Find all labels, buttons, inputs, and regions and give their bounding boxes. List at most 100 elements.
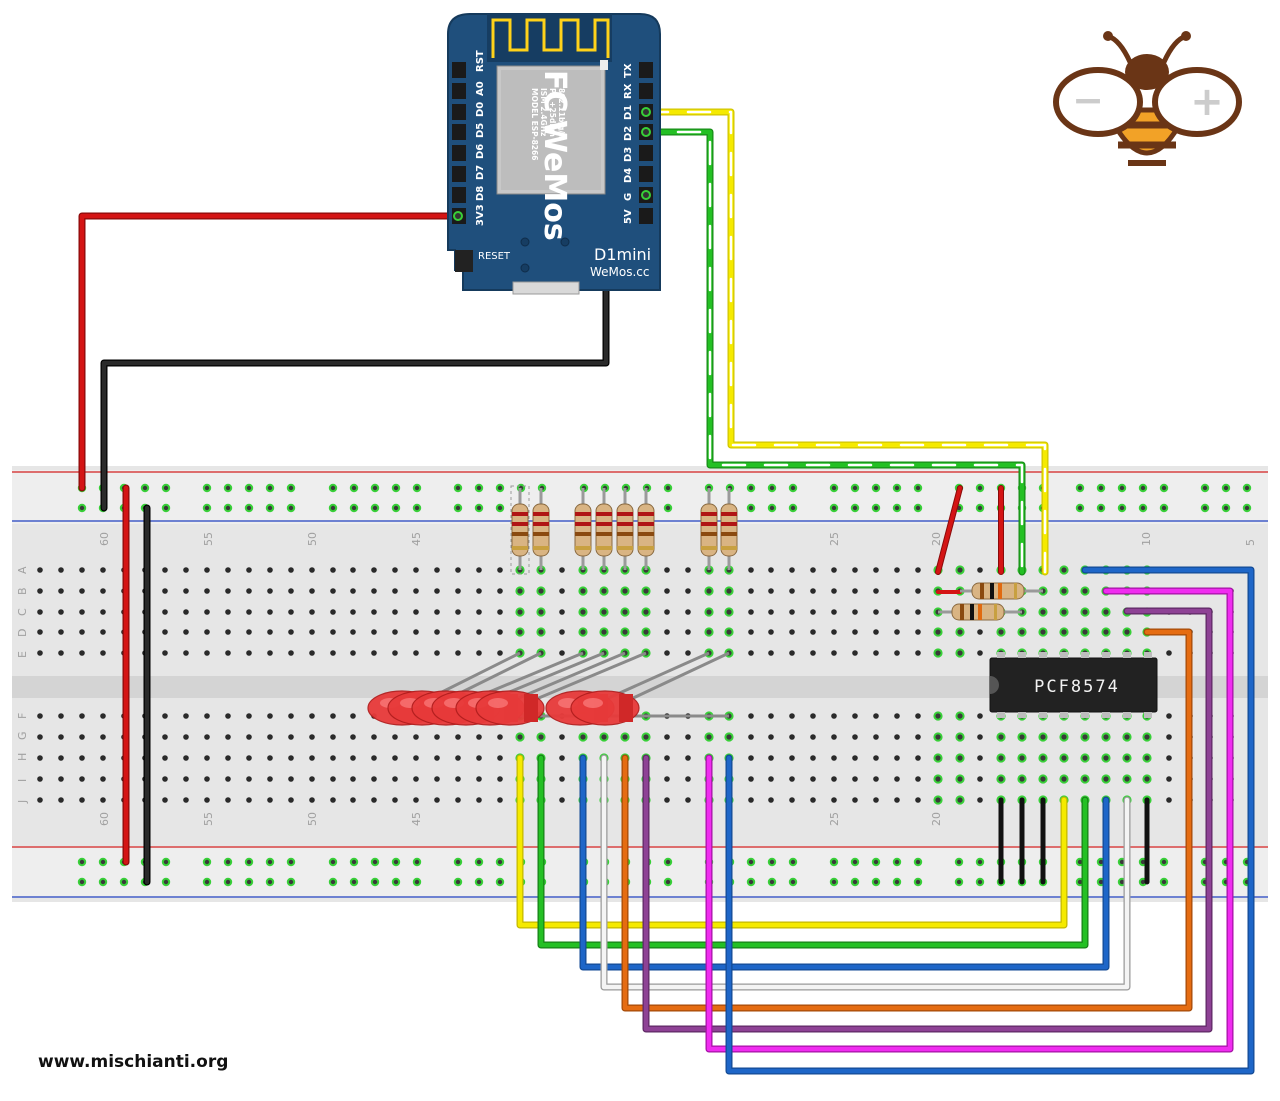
breadboard-hole: [559, 734, 565, 740]
breadboard-hole: [413, 567, 419, 573]
breadboard-hole: [685, 650, 691, 656]
breadboard-hole: [789, 609, 795, 615]
site-credit[interactable]: www.mischianti.org: [38, 1052, 229, 1072]
wire-p6-pink: [706, 588, 1233, 1052]
breadboard-hole: [1059, 565, 1069, 575]
breadboard-hole: [831, 713, 837, 719]
breadboard-hole: [100, 588, 106, 594]
breadboard-hole: [724, 607, 734, 617]
rail-hole: [453, 483, 463, 493]
breadboard-hole: [79, 609, 85, 615]
breadboard-hole: [288, 650, 294, 656]
breadboard-hole: [350, 776, 356, 782]
header-pin-right: [639, 166, 653, 182]
breadboard-hole: [183, 713, 189, 719]
breadboard-hole: [1122, 732, 1132, 742]
wemos-d1-mini-board: RESET FC WeMos MODEL ESP-8266 ISM 2.4GHz…: [447, 13, 661, 295]
resistor: [574, 488, 592, 570]
breadboard-hole: [37, 797, 43, 803]
breadboard-hole: [246, 567, 252, 573]
wire-p0-yellow: [517, 755, 1067, 928]
breadboard-hole: [267, 650, 273, 656]
breadboard-hole: [225, 609, 231, 615]
breadboard-hole: [476, 609, 482, 615]
rail-hole: [871, 857, 881, 867]
breadboard-hole: [288, 588, 294, 594]
resistor: [616, 488, 634, 570]
rail-hole: [474, 503, 484, 513]
rail-hole: [77, 503, 87, 513]
rail-hole: [850, 483, 860, 493]
row-letter: I: [16, 779, 29, 782]
breadboard-hole: [246, 650, 252, 656]
rail-hole: [453, 857, 463, 867]
breadboard-hole: [79, 567, 85, 573]
breadboard-hole: [915, 567, 921, 573]
breadboard-hole: [162, 713, 168, 719]
breadboard-hole: [810, 588, 816, 594]
breadboard-hole: [476, 567, 482, 573]
breadboard-hole: [100, 734, 106, 740]
breadboard-hole: [434, 609, 440, 615]
breadboard-hole: [536, 627, 546, 637]
rail-hole: [663, 857, 673, 867]
breadboard-hole: [246, 755, 252, 761]
breadboard-hole: [288, 797, 294, 803]
rail-hole: [1159, 857, 1169, 867]
reset-button[interactable]: [455, 250, 473, 272]
breadboard-hole: [37, 713, 43, 719]
breadboard-hole: [724, 627, 734, 637]
breadboard-hole: [79, 776, 85, 782]
breadboard-hole: [748, 567, 754, 573]
breadboard-hole: [246, 797, 252, 803]
breadboard-hole: [350, 650, 356, 656]
breadboard-hole: [873, 755, 879, 761]
breadboard-hole: [748, 755, 754, 761]
breadboard-hole: [1038, 627, 1048, 637]
breadboard-hole: [497, 797, 503, 803]
board-pins: [452, 62, 653, 224]
breadboard-hole: [371, 776, 377, 782]
breadboard-hole: [330, 588, 336, 594]
breadboard-hole: [1017, 774, 1027, 784]
breadboard-hole: [204, 609, 210, 615]
breadboard-hole: [894, 734, 900, 740]
breadboard-hole: [392, 629, 398, 635]
bee-minus-sign: −: [1072, 78, 1104, 122]
breadboard-hole: [1142, 732, 1152, 742]
col-number: 25: [828, 812, 841, 826]
breadboard-hole: [330, 567, 336, 573]
wire-p7-blue: [726, 567, 1254, 1074]
breadboard-hole: [1059, 774, 1069, 784]
breadboard-hole: [894, 797, 900, 803]
breadboard-hole: [225, 755, 231, 761]
bee-plus-sign: +: [1190, 79, 1224, 125]
breadboard-hole: [371, 755, 377, 761]
breadboard-hole: [685, 755, 691, 761]
breadboard-hole: [476, 776, 482, 782]
breadboard-hole: [620, 627, 630, 637]
led-group: [367, 651, 730, 726]
rail-hole: [161, 503, 171, 513]
breadboard-hole: [79, 713, 85, 719]
breadboard-hole: [413, 776, 419, 782]
breadboard-hole: [434, 588, 440, 594]
rail-hole: [1075, 503, 1085, 513]
breadboard-hole: [79, 734, 85, 740]
breadboard-hole: [599, 732, 609, 742]
wire-3v3: [79, 213, 461, 491]
rail-hole: [871, 877, 881, 887]
breadboard-hole: [309, 588, 315, 594]
pin-label: D6: [475, 144, 486, 159]
breadboard-hole: [1059, 732, 1069, 742]
rail-hole: [495, 483, 505, 493]
breadboard-hole: [933, 627, 943, 637]
rail-hole: [1159, 877, 1169, 887]
rail-hole: [223, 503, 233, 513]
breadboard-hole: [955, 711, 965, 721]
breadboard-hole: [497, 629, 503, 635]
breadboard-hole: [915, 734, 921, 740]
breadboard-hole: [748, 797, 754, 803]
breadboard-hole: [371, 797, 377, 803]
